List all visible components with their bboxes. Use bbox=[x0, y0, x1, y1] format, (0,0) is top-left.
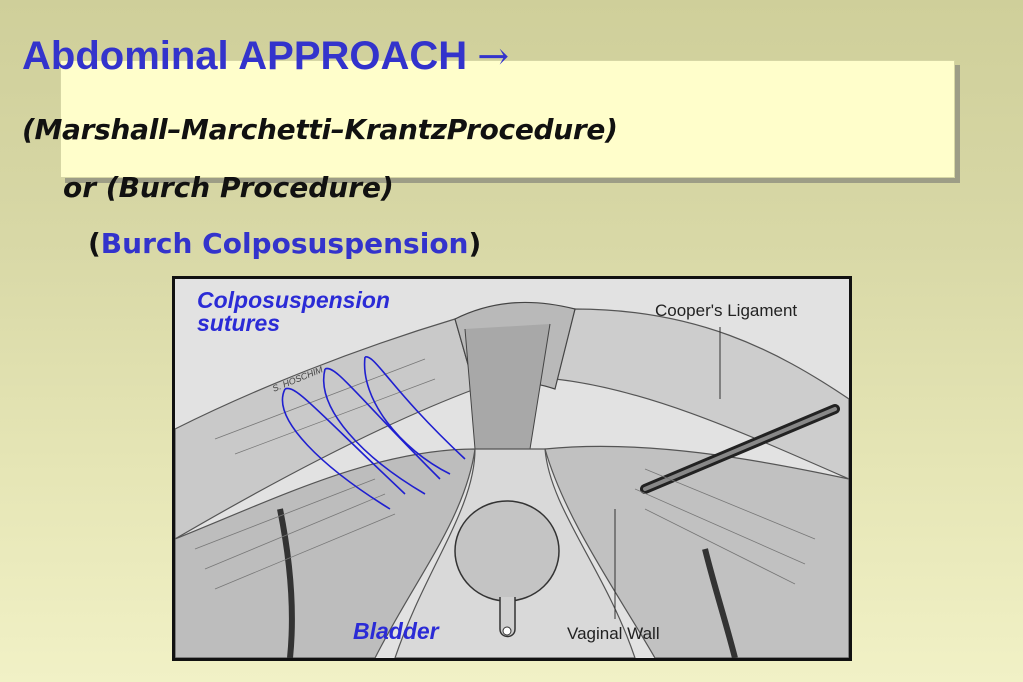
surgical-illustration: Colposuspension sutures S. HOSCHIM Coope… bbox=[172, 276, 852, 661]
slide-title: Abdominal APPROACH→ bbox=[22, 36, 509, 76]
label-sutures-line2: sutures bbox=[197, 310, 281, 337]
anatomy-drawing bbox=[175, 279, 849, 658]
label-coopers-ligament: Cooper's Ligament bbox=[655, 301, 798, 320]
procedure-name-colposuspension: (Burch Colposuspension) bbox=[88, 230, 481, 258]
arrow-icon: → bbox=[477, 34, 510, 78]
procedure-name-burch: or (Burch Procedure) bbox=[63, 171, 394, 204]
label-colposuspension-sutures: Colposuspension sutures bbox=[197, 287, 390, 337]
procedure-name-mmk: (Marshall–Marchetti–KrantzProcedure) bbox=[22, 113, 618, 146]
paren-open: ( bbox=[88, 227, 101, 260]
label-vaginal-wall: Vaginal Wall bbox=[567, 624, 660, 643]
paren-close: ) bbox=[468, 227, 482, 260]
highlight-box bbox=[60, 60, 955, 178]
colposuspension-term: Burch Colposuspension bbox=[100, 227, 469, 260]
label-bladder: Bladder bbox=[353, 618, 439, 644]
label-sutures-line1: Colposuspension bbox=[197, 287, 390, 313]
title-text: Abdominal APPROACH bbox=[22, 34, 468, 78]
